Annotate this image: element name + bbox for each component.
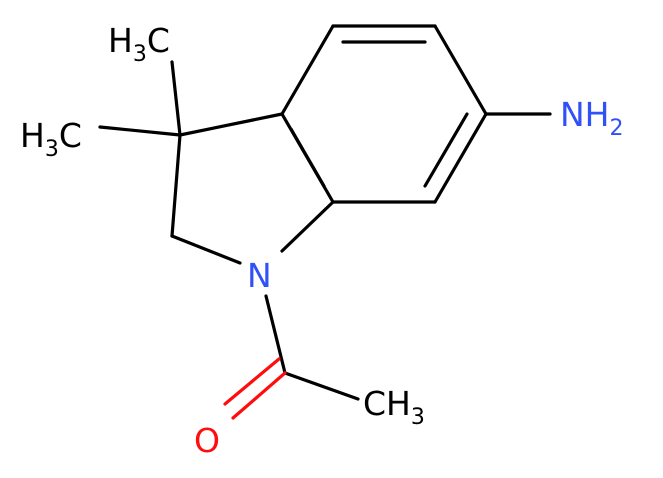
svg-text:H3C: H3C: [108, 21, 170, 67]
svg-text:NH2: NH2: [560, 95, 624, 141]
methyl-left-subscript: 3: [45, 137, 59, 162]
amine-label: NH2: [560, 95, 624, 141]
ring-nitrogen-n: N: [247, 256, 272, 295]
atom-labels: H3C H3C NH2 N O CH3: [20, 21, 624, 460]
bonds: [98, 24, 552, 420]
methyl-left-label: H3C: [20, 116, 82, 162]
bond-n1-c7a: [280, 200, 335, 253]
acetyl-methyl-subscript: 3: [411, 405, 425, 430]
methyl-top-h: H: [108, 21, 133, 60]
svg-text:CH3: CH3: [363, 384, 425, 430]
bond-carbonyl-oxygen-2: [223, 357, 281, 406]
bond-carbonyl-oxygen-1: [231, 371, 287, 420]
bond-c3a-c4: [280, 24, 335, 116]
methyl-left-c: C: [59, 116, 82, 155]
bond-c2-n1: [170, 234, 242, 265]
amine-nh: NH: [560, 95, 610, 134]
ring-nitrogen-label: N: [247, 256, 272, 295]
bond-carbonyl-methyl: [283, 371, 360, 401]
bond-n1-carbonyl: [264, 294, 287, 375]
bond-c3-c2: [170, 133, 182, 238]
bond-c5-c6: [433, 24, 488, 116]
bond-c3-methyl-left: [98, 125, 182, 137]
bond-c3a-c3: [178, 112, 284, 137]
methyl-top-c: C: [147, 21, 170, 60]
acetyl-methyl-ch: CH: [363, 384, 411, 423]
bond-c3-methyl-top: [170, 60, 182, 137]
methyl-top-label: H3C: [108, 21, 170, 67]
bond-c6-c7: [433, 112, 488, 204]
amine-subscript: 2: [610, 116, 624, 141]
svg-text:H3C: H3C: [20, 116, 82, 162]
acetyl-methyl-label: CH3: [363, 384, 425, 430]
methyl-top-subscript: 3: [133, 42, 147, 67]
methyl-left-h: H: [20, 116, 45, 155]
carbonyl-oxygen-o: O: [194, 421, 220, 460]
carbonyl-oxygen-label: O: [194, 421, 220, 460]
bond-c7a-c3a-inner: [289, 127, 326, 188]
bond-c6-c7-inner: [423, 112, 469, 188]
